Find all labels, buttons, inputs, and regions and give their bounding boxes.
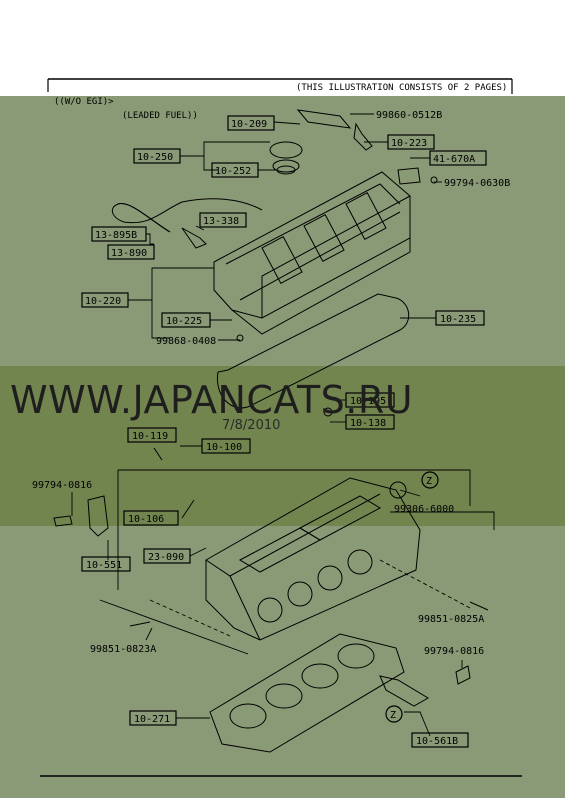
box-23-090	[143, 548, 191, 564]
label-10-106: 10-106	[128, 514, 164, 525]
label-41-670: 41-670A	[433, 154, 475, 165]
cylinder-head	[205, 477, 421, 641]
box-13-338	[199, 212, 247, 228]
box-10-551	[81, 556, 131, 572]
box-10-225	[161, 312, 211, 328]
label-13-338: 13-338	[203, 216, 239, 227]
label-99860: 99860-0512B	[376, 110, 442, 121]
overlay-band-mid	[0, 366, 565, 526]
box-10-271	[129, 710, 177, 726]
box-10-252	[211, 162, 259, 178]
variant-note: ((W/O EGI)>	[54, 97, 114, 107]
label-z-bottom: Z	[390, 710, 396, 721]
box-10-561	[411, 732, 469, 748]
label-10-551: 10-551	[86, 560, 122, 571]
box-10-209	[227, 115, 275, 131]
pages-note: (THIS ILLUSTRATION CONSISTS OF 2 PAGES)	[296, 83, 507, 93]
box-10-223	[387, 134, 435, 150]
engine-hanger-right	[379, 675, 429, 707]
ref-circle-z-bottom	[385, 705, 403, 723]
box-10-100	[201, 438, 251, 454]
label-99306: 99306-6000	[394, 504, 454, 515]
label-10-271: 10-271	[134, 714, 170, 725]
box-10-220	[81, 292, 129, 308]
ref-circle-z-top	[421, 471, 439, 489]
label-10-119: 10-119	[132, 431, 168, 442]
box-13-895	[91, 226, 147, 242]
label-99868: 99868-0408	[156, 336, 216, 347]
box-10-250	[133, 148, 181, 164]
label-99851-0825: 99851-0825A	[418, 614, 484, 625]
label-10-195: 10-195	[350, 396, 386, 407]
engine-hanger-left	[87, 495, 109, 537]
label-23-090: 23-090	[148, 552, 184, 563]
label-10-250: 10-250	[137, 152, 173, 163]
label-10-209: 10-209	[231, 119, 267, 130]
label-10-225: 10-225	[166, 316, 202, 327]
label-99851-0823: 99851-0823A	[90, 644, 156, 655]
watermark-site: WWW.JAPANCATS.RU	[10, 378, 414, 422]
box-10-138	[345, 414, 395, 430]
head-gasket	[209, 633, 405, 753]
box-13-890	[107, 244, 155, 260]
label-10-223: 10-223	[391, 138, 427, 149]
box-10-195	[345, 392, 395, 408]
label-99794-0816-right: 99794-0816	[424, 646, 484, 657]
head-cover	[213, 171, 411, 335]
label-13-890: 13-890	[111, 248, 147, 259]
label-z-top: Z	[426, 476, 432, 487]
label-99794-0816-left: 99794-0816	[32, 480, 92, 491]
label-99794-0630: 99794-0630B	[444, 178, 510, 189]
overlay-band-top	[0, 96, 565, 366]
label-10-220: 10-220	[85, 296, 121, 307]
box-10-106	[123, 510, 179, 526]
label-10-100: 10-100	[206, 442, 242, 453]
watermark-date: 7/8/2010	[222, 418, 281, 433]
oil-cap-group	[269, 109, 438, 185]
label-10-252: 10-252	[215, 166, 251, 177]
label-13-895: 13-895B	[95, 230, 137, 241]
box-10-235	[435, 310, 485, 326]
leader-lines	[71, 113, 463, 737]
box-41-670	[429, 150, 487, 166]
label-10-138: 10-138	[350, 418, 386, 429]
cover-gasket	[216, 293, 410, 409]
fuel-note: (LEADED FUEL))	[122, 111, 198, 121]
label-10-561: 10-561B	[416, 736, 458, 747]
label-10-235: 10-235	[440, 314, 476, 325]
box-10-119	[127, 427, 177, 443]
